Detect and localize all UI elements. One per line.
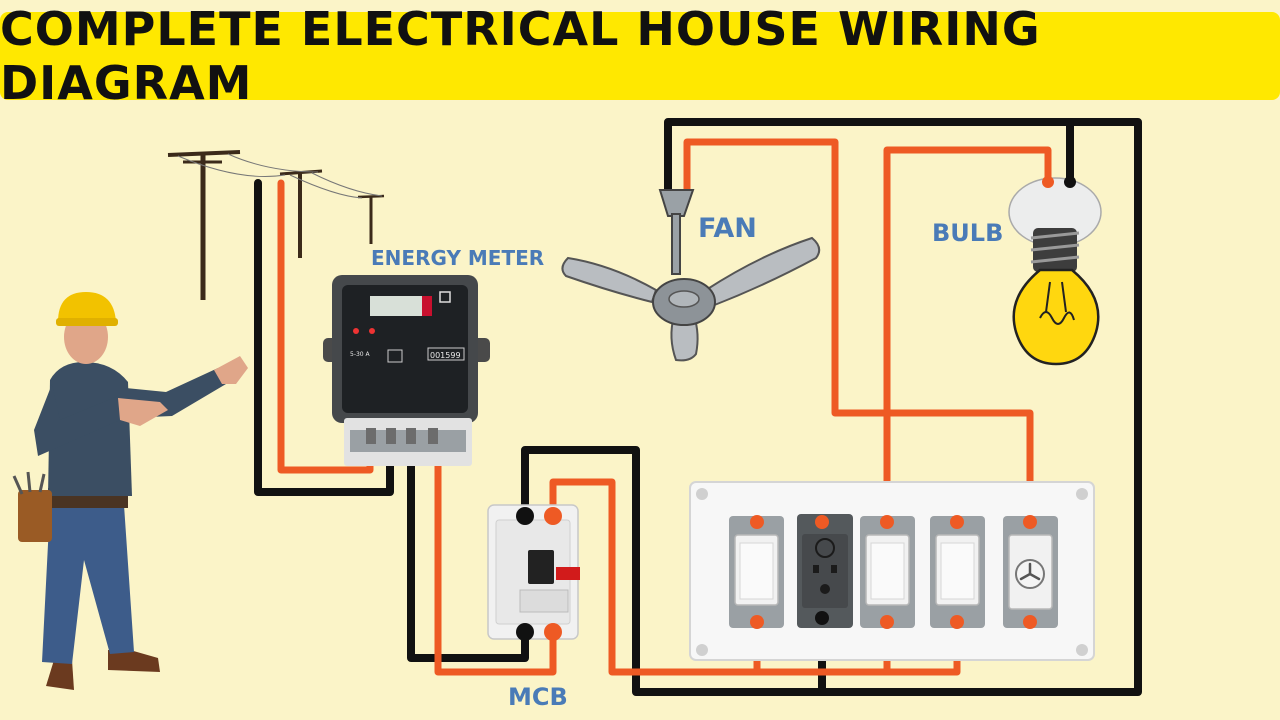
energy-meter: 001599 5-30 A: [323, 275, 490, 466]
switch-1: [729, 515, 784, 629]
meter-rating: 5-30 A: [350, 351, 371, 358]
fan-label: FAN: [698, 213, 757, 244]
page-title: COMPLETE ELECTRICAL HOUSE WIRING DIAGRAM: [0, 2, 1041, 110]
energy-meter-label: ENERGY METER: [371, 246, 544, 270]
switch-3: [930, 515, 985, 629]
light-bulb: [1012, 228, 1100, 366]
utility-poles: [167, 150, 385, 300]
fan-regulator: [1003, 515, 1058, 629]
meter-reading: 001599: [430, 351, 461, 360]
ceiling-fan: [561, 189, 821, 362]
mcb: [487, 504, 580, 641]
mcb-label: MCB: [508, 683, 568, 711]
bulb-label: BULB: [932, 219, 1003, 247]
switch-2: [860, 515, 915, 629]
title-banner: COMPLETE ELECTRICAL HOUSE WIRING DIAGRAM: [0, 2, 1280, 110]
electrician: [12, 292, 248, 690]
socket: [797, 514, 853, 628]
